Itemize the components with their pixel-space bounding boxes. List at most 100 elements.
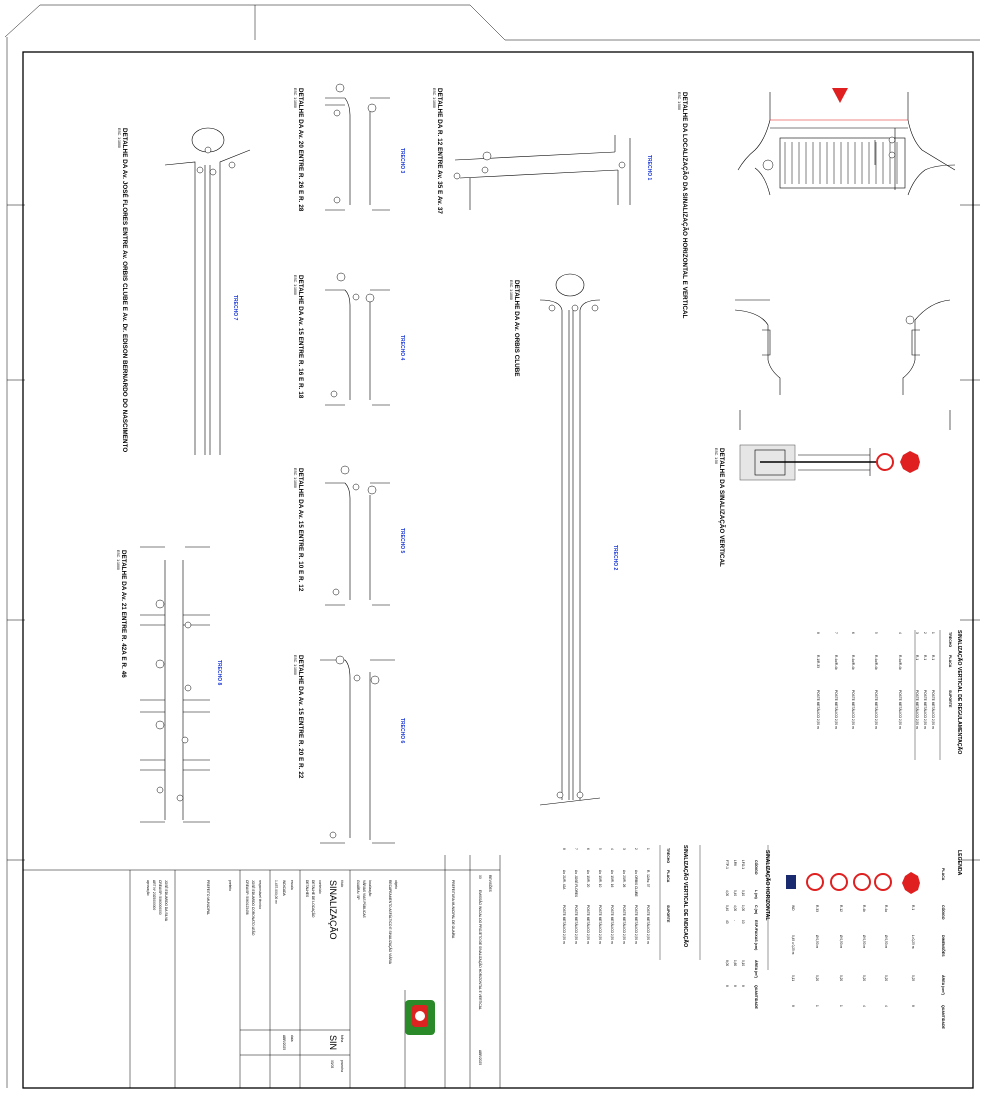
hor-cell: 8 bbox=[725, 985, 729, 987]
prefeito: PREFEITO MUNICIPAL bbox=[206, 880, 210, 916]
leg-cell: 8 bbox=[911, 1005, 915, 1007]
ind-cell: POSTE METÁLICO 2,50 m bbox=[574, 905, 578, 944]
ind-cell: POSTE METÁLICO 2,50 m bbox=[586, 905, 590, 944]
reg-cell: R-1 bbox=[915, 655, 919, 661]
av20-markers bbox=[333, 83, 377, 204]
autor-2: CREA/SP: 5060000000 bbox=[158, 880, 162, 915]
av21-streets bbox=[140, 546, 210, 823]
ind-cell: Av. 21/R. 42A bbox=[562, 870, 566, 890]
av15-10-trecho: TRECHO 5 bbox=[399, 528, 405, 554]
sheet-outline bbox=[4, 4, 980, 1088]
r12-trecho: TRECHO 1 bbox=[646, 155, 652, 181]
escala: INDICADA bbox=[282, 880, 286, 896]
ind-cell: Av. ORBIS CLUBE bbox=[634, 870, 638, 897]
leg-cell: R-4b bbox=[862, 905, 866, 912]
localizacao-detail bbox=[734, 92, 956, 430]
sign-r4-icon bbox=[876, 453, 894, 471]
ind-cell: Av. 15/R. 16 bbox=[610, 870, 614, 888]
reg-cell: 6 bbox=[851, 632, 855, 634]
location-label: localização bbox=[368, 880, 372, 897]
reg-cell: POSTE METÁLICO 2,50 m bbox=[816, 690, 820, 729]
reg-cell: 8 bbox=[816, 632, 820, 634]
av21-title: DETALHE DA Av. 21 ENTRE R. 42A E R. 46 bbox=[120, 550, 127, 678]
orbis-scale: ESC. 1:1000 bbox=[509, 280, 513, 300]
av15-10-streets bbox=[325, 482, 390, 606]
localizacao-title: DETALHE DA LOCALIZAÇÃO DA SINALIZAÇÃO HO… bbox=[681, 92, 688, 319]
project: RECAPEAMENTO ASFÁLTICO E SINALIZAÇÃO VIÁ… bbox=[388, 880, 392, 964]
ind-cell: POSTE METÁLICO 2,50 m bbox=[598, 905, 602, 944]
data-label: data bbox=[290, 1035, 294, 1042]
leg-h-dim: DIMENSÕES bbox=[941, 935, 945, 957]
orbis-trecho: TRECHO 2 bbox=[612, 545, 618, 571]
hor-cell: 0,10 bbox=[741, 890, 745, 897]
hor-h-qtd: QUANTIDADE bbox=[754, 985, 758, 1009]
autor: JOSÉ EDUARDO DA SILVA bbox=[164, 880, 168, 922]
reg-cell: R-4a/R-4b bbox=[851, 655, 855, 670]
hor-h-l: L (m) bbox=[754, 890, 758, 899]
leg-cell: 8 bbox=[791, 1005, 795, 1007]
reg-cell: POSTE METÁLICO 2,50 m bbox=[923, 690, 927, 729]
reg-cell: 4 bbox=[898, 632, 902, 634]
hor-cell: LRV bbox=[733, 860, 737, 867]
horizontal-title: SINALIZAÇÃO HORIZONTAL bbox=[764, 850, 770, 921]
hor-cell: 4,00 bbox=[733, 905, 737, 912]
hor-cell: 8 bbox=[733, 985, 737, 987]
reg-cell: 5 bbox=[874, 632, 878, 634]
ind-cell: R. 12/Av. 37 bbox=[646, 870, 650, 888]
av15-20-streets bbox=[320, 659, 395, 844]
loc-sign-markers bbox=[762, 136, 915, 325]
hor-cell: 4,00 bbox=[725, 890, 729, 897]
leg-cell: 0,11 bbox=[791, 975, 795, 981]
av15-10-markers bbox=[332, 465, 377, 596]
hor-cell: - bbox=[733, 920, 737, 922]
regulamentacao-title: SINALIZAÇÃO VERTICAL DE REGULAMENTAÇÃO bbox=[956, 630, 962, 755]
leg-cell: R-12 bbox=[839, 905, 843, 912]
leg-cell: IND bbox=[791, 905, 795, 911]
hor-h-area: ÁREA (m²) bbox=[754, 960, 758, 978]
jose-streets bbox=[164, 127, 251, 455]
ind-cell: Av. 15/R. 20 bbox=[586, 870, 590, 888]
folha-label: folha bbox=[340, 1035, 344, 1043]
ind-h-trecho: TRECHO bbox=[666, 848, 670, 864]
revisions-label: REVISÕES bbox=[488, 875, 492, 892]
jose-markers bbox=[196, 146, 236, 176]
ind-cell: Av. JOSÉ FLORES bbox=[574, 870, 578, 898]
reg-h-trecho: TRECHO bbox=[948, 632, 952, 648]
leg-cell: 0,25 bbox=[911, 975, 915, 982]
leg-cell: 4 bbox=[884, 1005, 888, 1007]
folha: SIN bbox=[328, 1035, 338, 1051]
responsavel: JOSÉ EDUARDO CORONATO LEÃO bbox=[251, 880, 255, 936]
ind-cell: POSTE METÁLICO 2,50 m bbox=[622, 905, 626, 944]
leg-h-codigo: CÓDIGO bbox=[941, 905, 945, 920]
av15-10-title: DETALHE DA Av. 15 ENTRE R. 10 E R. 12 bbox=[297, 468, 304, 592]
reg-cell: R-4a/R-4b bbox=[834, 655, 838, 670]
autor-3: ART Nº 2025000000 bbox=[152, 880, 156, 911]
prefeito-label: prefeito bbox=[228, 880, 232, 891]
leg-h-placa: PLACA bbox=[941, 868, 945, 881]
ind-cell: 7 bbox=[574, 848, 578, 850]
ind-cell: 1 bbox=[646, 848, 650, 850]
reg-cell: R-4a/R-4b bbox=[898, 655, 902, 670]
indicacao-title: SINALIZAÇÃO VERTICAL DE INDICAÇÃO bbox=[682, 845, 688, 948]
hor-cell: 0,40 bbox=[725, 905, 729, 912]
reg-cell: R-1 bbox=[923, 655, 927, 661]
ind-cell: 8 bbox=[562, 848, 566, 850]
r12-scale: ESC. 1:1000 bbox=[432, 88, 436, 108]
av21-scale: ESC. 1:1000 bbox=[116, 550, 120, 570]
table-rules bbox=[659, 630, 941, 970]
av15-20-scale: ESC. 1:1000 bbox=[293, 655, 297, 675]
location: VÁRIAS VIAS PÚBLICAS bbox=[362, 880, 366, 918]
r12-markers bbox=[453, 151, 626, 180]
orbis-title: DETALHE DA Av. ORBIS CLUBE bbox=[513, 280, 520, 377]
hor-cell: 0,10 bbox=[741, 960, 745, 967]
sheet-number: 03/03 bbox=[330, 1060, 334, 1069]
reg-cell: POSTE METÁLICO 2,50 m bbox=[931, 690, 935, 729]
hor-cell: 1,60 bbox=[733, 960, 737, 967]
av20-trecho: TRECHO 3 bbox=[399, 148, 405, 174]
reg-cell: 3 bbox=[915, 632, 919, 634]
reg-cell: POSTE METÁLICO 2,50 m bbox=[851, 690, 855, 729]
owner: PREFEITURA MUNICIPAL DE GUAÍRA bbox=[451, 880, 455, 939]
ind-cell: Av. 15/R. 10 bbox=[598, 870, 602, 888]
legenda-title: LEGENDA bbox=[956, 850, 962, 876]
ind-cell: 2 bbox=[634, 848, 638, 850]
